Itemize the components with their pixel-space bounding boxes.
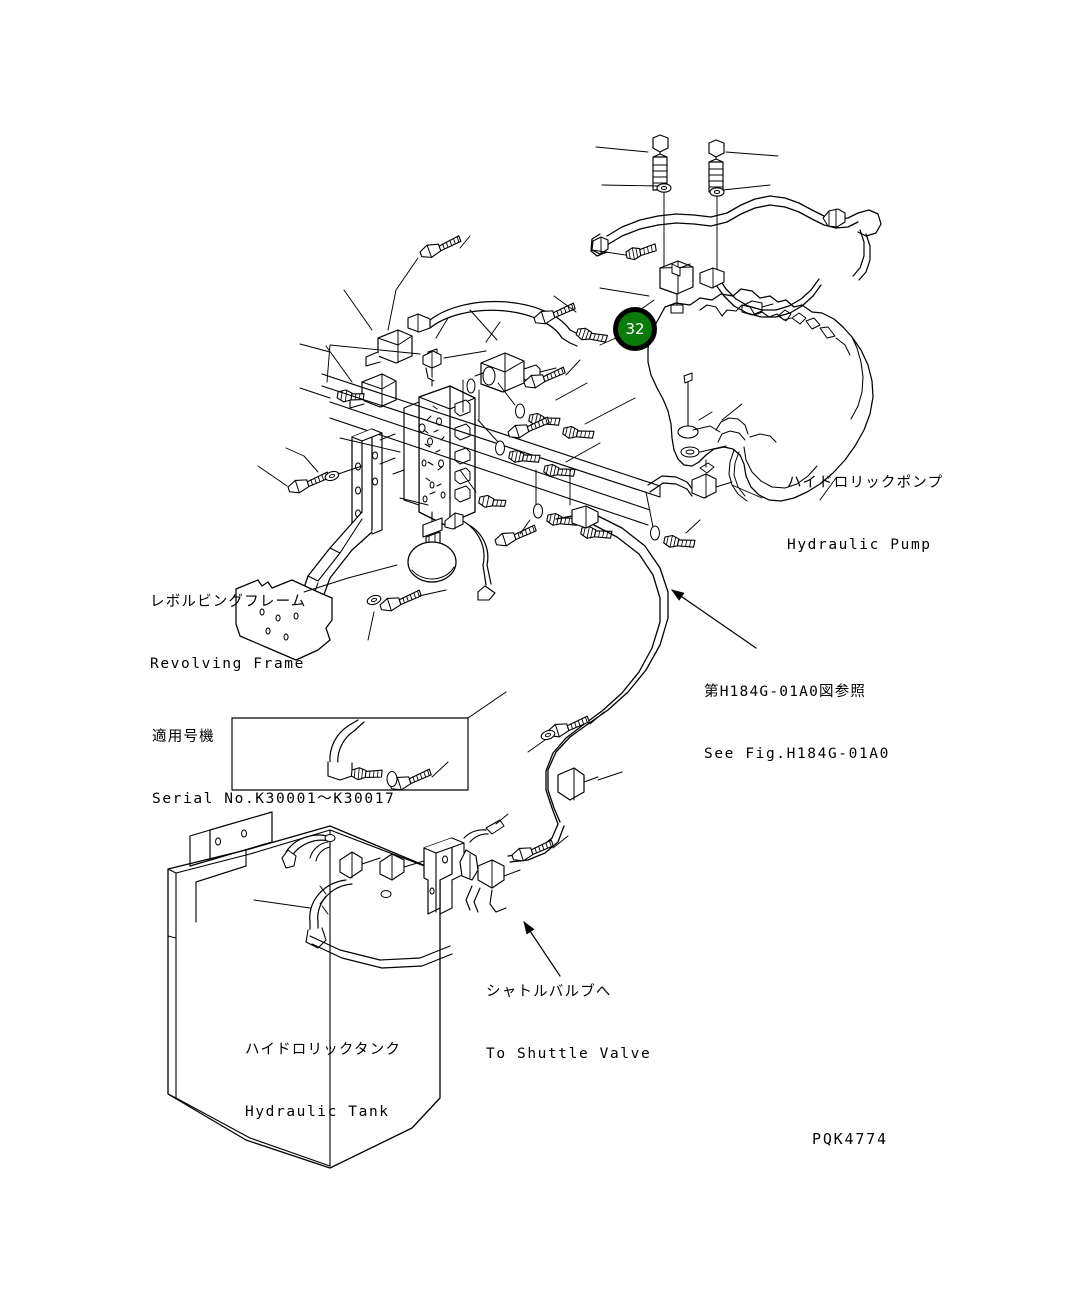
- fitting-row-upper: [497, 382, 636, 444]
- clamp-left-lower: [299, 344, 421, 409]
- label-to-shuttle-valve-en: To Shuttle Valve: [486, 1045, 652, 1062]
- drawing-code: PQK4774: [812, 1130, 888, 1148]
- hose-lower-long: [507, 505, 669, 863]
- bolts-top: [595, 134, 779, 273]
- hose-serial-variant: [327, 719, 398, 787]
- hose-tank-return: [309, 935, 453, 969]
- label-to-shuttle-valve: シャトルバルブへ To Shuttle Valve: [486, 941, 651, 1106]
- revolving-frame-plate: [235, 577, 349, 661]
- fitting-row-lower: [533, 469, 701, 553]
- label-revolving-frame: レボルビングフレーム Revolving Frame: [150, 551, 307, 716]
- label-see-figure: 第H184G-01A0図参照 See Fig.H184G-01A0: [704, 641, 890, 806]
- label-see-figure-jp: 第H184G-01A0図参照: [704, 684, 867, 701]
- leader-pump-label: [819, 477, 837, 501]
- bolt-center-lower: [493, 519, 539, 550]
- frame-rail: [321, 373, 661, 526]
- hose-upper-long: [590, 195, 882, 281]
- bolt-upper-left: [387, 233, 471, 331]
- junction-block: [591, 243, 725, 314]
- bolt-tank-hose: [388, 761, 449, 794]
- callout-marker-32[interactable]: 32: [613, 307, 657, 351]
- bolt-lower-plate: [527, 711, 605, 753]
- label-revolving-frame-en: Revolving Frame: [150, 655, 305, 672]
- label-hydraulic-pump-jp: ハイドロリックポンプ: [787, 475, 944, 492]
- pump-side-elbow: [647, 372, 763, 499]
- bolt-bracket-lower: [365, 587, 447, 641]
- bolt-mid-right-1: [532, 295, 578, 328]
- elbow-manifold-top: [422, 350, 487, 382]
- callout-marker-32-number: 32: [625, 319, 645, 338]
- leader-arrow-shuttle-valve: [523, 921, 561, 977]
- label-serial-note-jp: 適用号機: [152, 729, 215, 746]
- fitting-row-mid: [477, 419, 601, 482]
- hose-clamp-mid: [557, 767, 623, 801]
- shuttle-valve-fittings: [459, 813, 521, 913]
- manifold-valve-block: [379, 348, 476, 583]
- hose-short-loop: [462, 520, 496, 601]
- hose-pump-return: [715, 276, 822, 318]
- fitting-row-left: [459, 469, 507, 512]
- leader-arrow-see-figure: [671, 589, 757, 649]
- label-hydraulic-pump: ハイドロリックポンプ Hydraulic Pump: [787, 432, 943, 597]
- label-hydraulic-tank: ハイドロリックタンク Hydraulic Tank: [245, 999, 401, 1164]
- bolt-mid-right-2: [522, 359, 581, 392]
- label-serial-note-en: Serial No.K30001～K30017: [152, 790, 396, 807]
- hose-arc-manifold: [407, 300, 649, 348]
- hydraulic-pump-body: [647, 288, 874, 502]
- bolt-tank-right: [510, 835, 569, 865]
- tank-top-fittings: [281, 834, 425, 949]
- label-hydraulic-pump-en: Hydraulic Pump: [787, 536, 932, 553]
- label-see-figure-en: See Fig.H184G-01A0: [704, 745, 890, 762]
- label-hydraulic-tank-en: Hydraulic Tank: [245, 1103, 390, 1120]
- serial-note-box: [231, 691, 507, 791]
- bolt-bracket-upper: [257, 447, 363, 497]
- hydraulic-tank-body: [167, 811, 441, 1169]
- label-serial-note: 適用号機 Serial No.K30001～K30017: [152, 686, 395, 851]
- tank-right-bracket: [423, 837, 465, 915]
- label-hydraulic-tank-jp: ハイドロリックタンク: [245, 1042, 402, 1059]
- label-to-shuttle-valve-jp: シャトルバルブへ: [486, 984, 612, 1001]
- label-revolving-frame-jp: レボルビングフレーム: [150, 594, 307, 611]
- clamp-upper-left: [343, 289, 413, 367]
- upper-cylinder-valve: [462, 309, 557, 421]
